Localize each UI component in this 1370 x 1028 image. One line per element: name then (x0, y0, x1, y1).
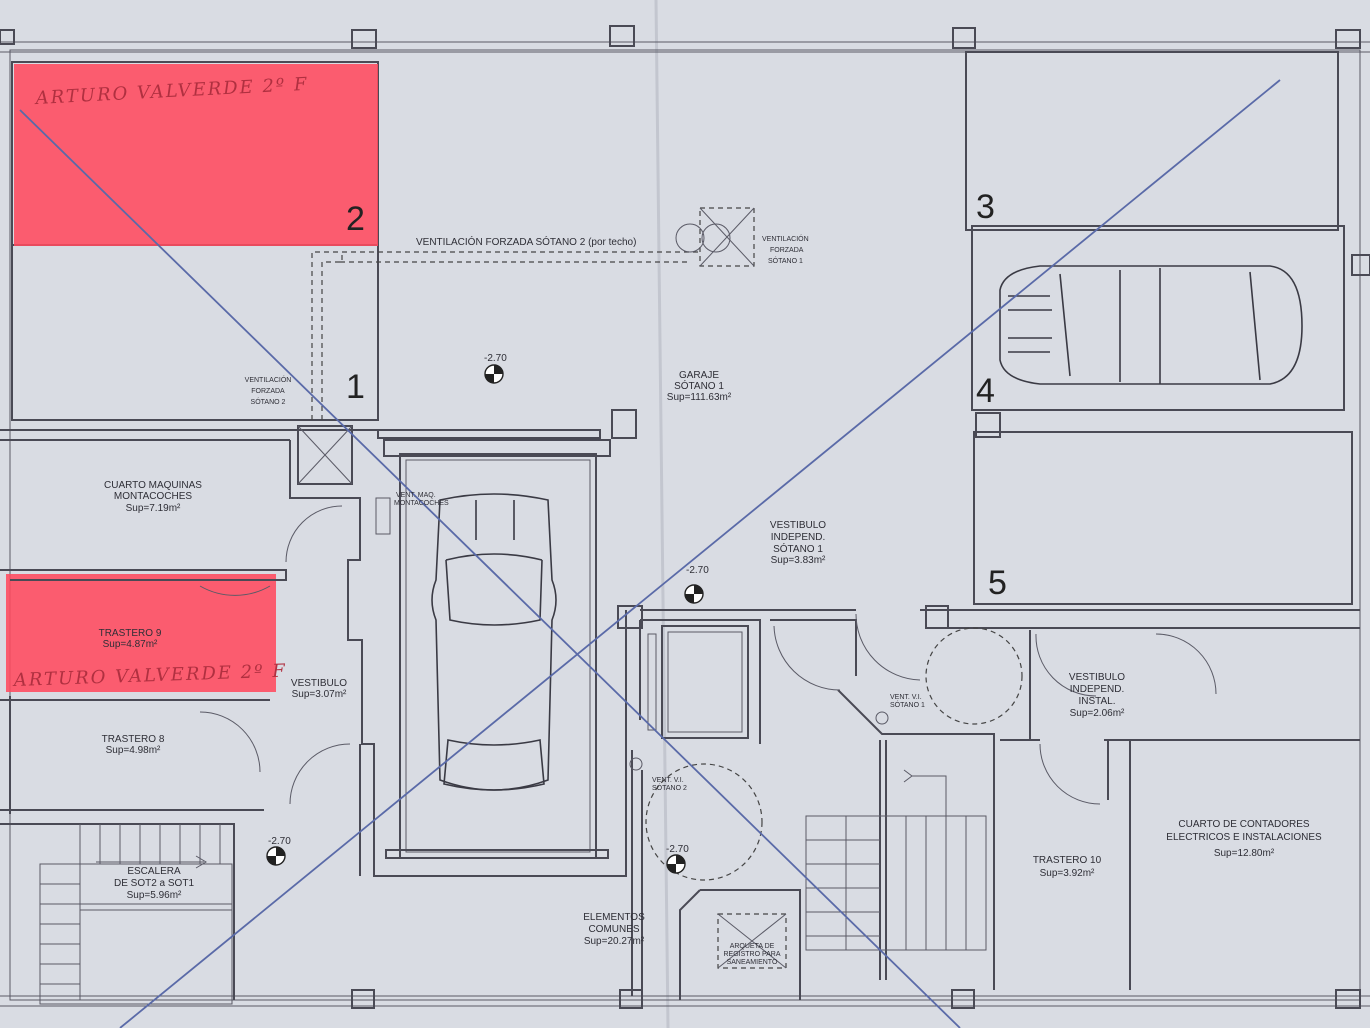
svg-text:INDEPEND.: INDEPEND. (1070, 684, 1124, 695)
staircase-right (805, 769, 987, 951)
vent-duct-label: VENTILACIÓN FORZADA SÓTANO 2 (por techo) (416, 235, 636, 248)
elevator-box (647, 625, 749, 739)
room-label-cuarto-maquinas: CUARTO MAQUINAS MONTACOCHES Sup=7.19m² (104, 480, 202, 514)
svg-text:FORZADA: FORZADA (251, 388, 285, 395)
svg-text:SÓTANO 1: SÓTANO 1 (890, 700, 925, 709)
svg-text:MONTACOCHES: MONTACOCHES (394, 500, 449, 507)
room-label-escalera: ESCALERA DE SOT2 a SOT1 Sup=5.96m² (114, 866, 194, 901)
room-label-garaje: GARAJE SÓTANO 1 Sup=111.63m² (667, 370, 732, 403)
svg-text:DE SOT2 a SOT1: DE SOT2 a SOT1 (114, 878, 194, 889)
room-label-elementos-comunes: ELEMENTOS COMUNES Sup=20.27m² (583, 912, 645, 947)
svg-text:MONTACOCHES: MONTACOCHES (114, 491, 192, 502)
vent-grille (375, 497, 889, 771)
svg-text:VENT. MAQ.: VENT. MAQ. (396, 492, 436, 499)
svg-text:SÓTANO 1: SÓTANO 1 (768, 256, 803, 265)
parking-number: 1 (346, 368, 365, 406)
svg-text:VESTIBULO: VESTIBULO (770, 520, 826, 531)
svg-text:VENTILACIÓN: VENTILACIÓN (762, 234, 809, 243)
car-lift-platform (385, 453, 609, 859)
arqueta-label: ARQUETA DE REGISTRO PARA SANEAMIENTO (723, 943, 780, 966)
staircase-left (39, 824, 233, 1005)
parking-number: 5 (988, 564, 1007, 602)
arqueta-box (717, 913, 787, 969)
svg-text:FORZADA: FORZADA (770, 247, 804, 254)
interior-walls (0, 429, 1360, 1000)
svg-text:INDEPEND.: INDEPEND. (771, 532, 825, 543)
svg-text:CUARTO MAQUINAS: CUARTO MAQUINAS (104, 480, 202, 491)
parked-car-icon (999, 265, 1303, 385)
level-marker: -2.70 (266, 836, 291, 866)
room-label-cuarto-contadores: CUARTO DE CONTADORES ELECTRICOS E INSTAL… (1166, 819, 1322, 859)
svg-text:SANEAMIENTO: SANEAMIENTO (727, 959, 778, 966)
svg-text:ESCALERA: ESCALERA (127, 866, 181, 877)
level-marker: -2.70 (484, 353, 507, 384)
svg-text:Sup=2.06m²: Sup=2.06m² (1070, 708, 1125, 719)
svg-text:REGISTRO PARA: REGISTRO PARA (723, 951, 780, 958)
svg-text:INSTAL.: INSTAL. (1078, 696, 1115, 707)
svg-text:SÓTANO 2: SÓTANO 2 (652, 783, 687, 792)
svg-text:VENT. V.I.: VENT. V.I. (652, 777, 684, 784)
vent-shaft-box (297, 425, 353, 485)
svg-text:TRASTERO 9: TRASTERO 9 (99, 628, 162, 639)
vent-vi2-label: VENT. V.I. SÓTANO 2 (652, 777, 687, 792)
parking-number: 4 (976, 372, 995, 410)
turning-circle (645, 763, 763, 881)
svg-text:-2.70: -2.70 (686, 565, 709, 576)
svg-text:Sup=12.80m²: Sup=12.80m² (1214, 848, 1275, 859)
svg-text:SÓTANO 1: SÓTANO 1 (674, 379, 724, 392)
svg-text:TRASTERO 10: TRASTERO 10 (1033, 855, 1102, 866)
svg-text:VESTIBULO: VESTIBULO (1069, 672, 1125, 683)
svg-text:GARAJE: GARAJE (679, 370, 719, 381)
turning-circle (925, 627, 1023, 725)
svg-text:Sup=4.98m²: Sup=4.98m² (106, 745, 161, 756)
svg-text:COMUNES: COMUNES (588, 924, 639, 935)
highlight-parking-2 (14, 64, 378, 246)
room-label-trastero-8: TRASTERO 8 Sup=4.98m² (102, 734, 165, 756)
svg-text:TRASTERO 8: TRASTERO 8 (102, 734, 165, 745)
svg-text:Sup=3.92m²: Sup=3.92m² (1040, 868, 1095, 879)
parking-bays-right (965, 51, 1353, 605)
svg-text:CUARTO DE CONTADORES: CUARTO DE CONTADORES (1178, 819, 1309, 830)
svg-text:-2.70: -2.70 (484, 353, 507, 364)
highlight-trastero-9 (6, 574, 276, 692)
svg-text:Sup=4.87m²: Sup=4.87m² (103, 639, 158, 650)
room-label-trastero-10: TRASTERO 10 Sup=3.92m² (1033, 855, 1102, 879)
parking-number: 2 (346, 200, 365, 238)
door-swings (199, 505, 1217, 805)
svg-text:-2.70: -2.70 (268, 836, 291, 847)
room-label-vestibulo-instal: VESTIBULO INDEPEND. INSTAL. Sup=2.06m² (1069, 672, 1125, 719)
vent-sotano2-label: VENTILACIÓN FORZADA SÓTANO 2 (245, 375, 292, 406)
svg-text:Sup=7.19m²: Sup=7.19m² (126, 503, 181, 514)
paper-fold (654, 0, 670, 1028)
svg-text:ELEMENTOS: ELEMENTOS (583, 912, 645, 923)
svg-text:Sup=111.63m²: Sup=111.63m² (667, 392, 732, 403)
svg-text:Sup=20.27m²: Sup=20.27m² (584, 936, 645, 947)
lift-car-icon (431, 493, 557, 791)
svg-text:SÓTANO 1: SÓTANO 1 (773, 542, 823, 555)
svg-text:Sup=3.83m²: Sup=3.83m² (771, 555, 826, 566)
room-label-trastero-9: TRASTERO 9 Sup=4.87m² (99, 628, 162, 650)
svg-text:VENTILACIÓN: VENTILACIÓN (245, 375, 292, 384)
svg-text:VESTIBULO: VESTIBULO (291, 678, 347, 689)
svg-text:Sup=3.07m²: Sup=3.07m² (292, 689, 347, 700)
level-marker: -2.70 (684, 565, 709, 604)
svg-text:-2.70: -2.70 (666, 844, 689, 855)
svg-text:ARQUETA DE: ARQUETA DE (730, 943, 775, 950)
parking-number: 3 (976, 188, 995, 226)
ventilation-duct (311, 207, 755, 420)
svg-text:VENT. V.I.: VENT. V.I. (890, 694, 922, 701)
svg-text:SÓTANO 2: SÓTANO 2 (251, 397, 286, 406)
room-label-vestibulo: VESTIBULO Sup=3.07m² (291, 678, 347, 700)
vent-vi1-label: VENT. V.I. SÓTANO 1 (890, 694, 925, 709)
room-label-vestibulo-independ: VESTIBULO INDEPEND. SÓTANO 1 Sup=3.83m² (770, 520, 826, 566)
vent-sotano1-label: VENTILACIÓN FORZADA SÓTANO 1 (762, 234, 809, 265)
level-marker: -2.70 (666, 844, 689, 874)
svg-text:ELECTRICOS E INSTALACIONES: ELECTRICOS E INSTALACIONES (1166, 832, 1322, 843)
svg-text:Sup=5.96m²: Sup=5.96m² (127, 890, 182, 901)
pen-diagonals (19, 79, 1281, 1028)
vent-maq-label: VENT. MAQ. MONTACOCHES (394, 492, 449, 507)
